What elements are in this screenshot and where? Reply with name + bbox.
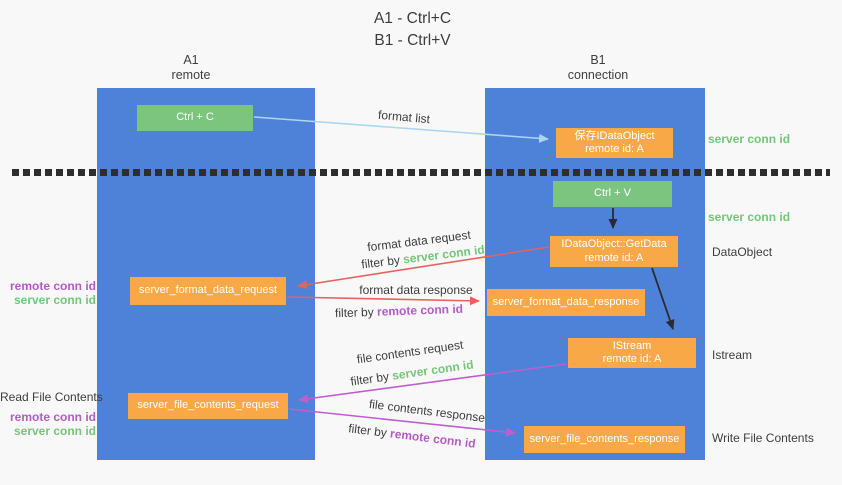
- format-data-response-label: format data response: [359, 283, 473, 297]
- idataobject-getdata-box: IDataObject::GetData remote id: A: [550, 236, 678, 267]
- read-file-contents-label: Read File Contents: [0, 390, 103, 404]
- file-contents-response-filter-label: filter by remote conn id: [348, 421, 477, 451]
- column-a1-subtitle: remote: [171, 67, 211, 82]
- idataobject-getdata-line1: IDataObject::GetData: [561, 238, 667, 250]
- server-file-contents-request-label: server_file_contents_request: [137, 399, 279, 412]
- server-file-contents-request-box: server_file_contents_request: [128, 393, 288, 419]
- format-data-response-filter-label: filter by remote conn id: [335, 302, 463, 320]
- filter-by-text: filter by: [349, 369, 390, 389]
- remote-conn-id-annotation: remote conn id: [9, 410, 96, 424]
- column-a1-id: A1: [183, 53, 199, 67]
- column-b1-subtitle: connection: [567, 67, 629, 82]
- server-format-data-response-box: server_format_data_response: [487, 289, 645, 316]
- arrow-format-data-response: [286, 296, 480, 306]
- server-conn-id-annotation: server conn id: [13, 293, 96, 307]
- save-idataobject-box: 保存IDataObject remote id: A: [556, 128, 673, 158]
- istream-side-label: Istream: [712, 348, 753, 362]
- title-line-ctrl-v: B1 - Ctrl+V: [374, 32, 451, 49]
- ctrl-c-box: Ctrl + C: [137, 105, 253, 131]
- copy-paste-separator-dotted-line: [12, 169, 830, 176]
- server-format-data-request-label: server_format_data_request: [138, 284, 278, 297]
- left-format-conn-ids: remote conn id server conn id: [0, 279, 96, 307]
- write-file-contents-label: Write File Contents: [712, 431, 814, 445]
- remote-conn-id-key: remote conn id: [389, 426, 477, 451]
- ctrl-v-label: Ctrl + V: [594, 187, 631, 200]
- file-contents-response-label: file contents response: [368, 396, 486, 426]
- filter-by-text: filter by: [347, 421, 388, 440]
- server-conn-id-mid-annotation: server conn id: [708, 210, 791, 224]
- server-file-contents-response-box: server_file_contents_response: [524, 426, 685, 453]
- column-header-a1: A1 remote: [121, 53, 261, 82]
- istream-line2: remote id: A: [602, 353, 662, 365]
- left-file-annotations: Read File Contents remote conn id server…: [0, 390, 103, 438]
- filter-by-text: filter by: [360, 252, 401, 272]
- dataobject-label: DataObject: [712, 245, 773, 259]
- column-b1-id: B1: [590, 53, 606, 67]
- istream-line1: IStream: [612, 339, 652, 352]
- ctrl-c-label: Ctrl + C: [176, 111, 214, 124]
- server-file-contents-response-label: server_file_contents_response: [529, 432, 680, 445]
- server-conn-id-annotation: server conn id: [13, 424, 96, 438]
- title-line-ctrl-c: A1 - Ctrl+C: [373, 10, 452, 27]
- remote-conn-id-key: remote conn id: [376, 301, 464, 319]
- filter-by-text: filter by: [334, 304, 374, 321]
- remote-conn-id-annotation: remote conn id: [9, 279, 96, 293]
- save-idataobject-line1: 保存IDataObject: [574, 129, 655, 142]
- column-header-b1: B1 connection: [528, 53, 668, 82]
- format-list-label: format list: [377, 107, 431, 127]
- istream-box: IStream remote id: A: [568, 338, 696, 368]
- server-conn-id-key: server conn id: [391, 357, 475, 383]
- save-idataobject-line2: remote id: A: [585, 143, 644, 155]
- server-conn-id-top-annotation: server conn id: [708, 132, 791, 146]
- idataobject-getdata-line2: remote id: A: [584, 251, 644, 264]
- server-format-data-request-box: server_format_data_request: [130, 277, 286, 305]
- diagram-title: A1 - Ctrl+C B1 - Ctrl+V: [330, 8, 495, 52]
- ctrl-v-box: Ctrl + V: [553, 181, 672, 207]
- server-format-data-response-label: server_format_data_response: [492, 295, 640, 308]
